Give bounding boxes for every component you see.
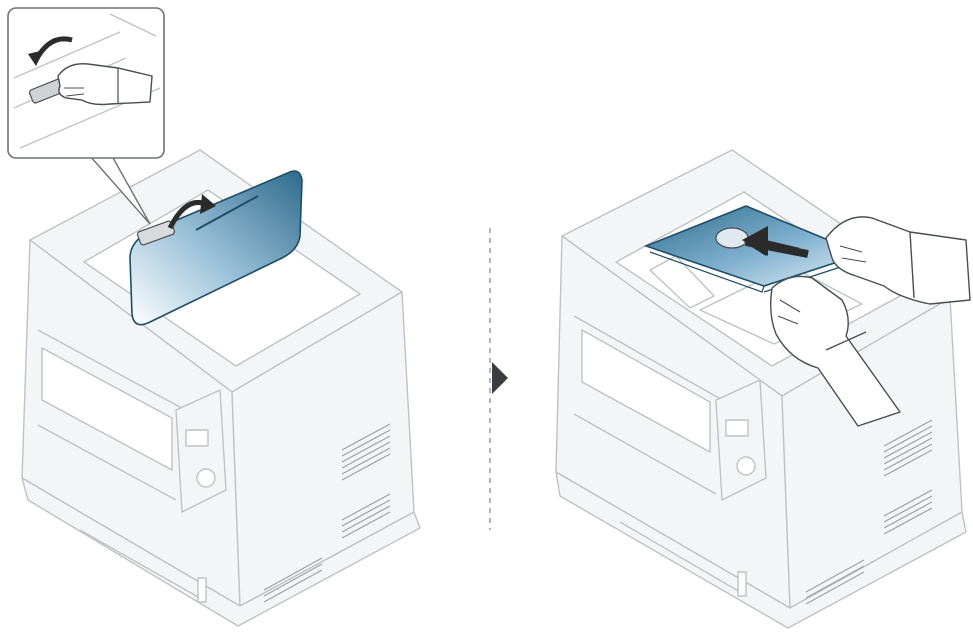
callout-connector [89, 155, 151, 225]
printer-right-output-slot [581, 329, 711, 453]
printer-right-vents [805, 419, 933, 605]
curved-arrow-icon [167, 194, 216, 230]
printer-right-control-panel [715, 379, 767, 501]
printer-right-dial [736, 456, 756, 476]
hand-icon-right-upper [825, 216, 971, 305]
printer-right-drawer [555, 471, 967, 629]
printer-left-display [185, 429, 209, 447]
printer-left-control-panel [175, 389, 227, 513]
printer-right-guide [649, 255, 715, 309]
detail-inset [7, 7, 165, 159]
printer-right-display [725, 419, 749, 437]
push-arrow-icon [742, 226, 809, 258]
step-arrow-icon [492, 362, 508, 394]
hand-icon-right-lower [769, 275, 901, 427]
printer-left-output-slot [41, 347, 173, 471]
inset-curved-arrow-icon [28, 36, 73, 66]
printer-left-dial [196, 468, 216, 488]
printer-left-vents [263, 423, 391, 603]
paper-guide-knob [715, 227, 749, 249]
printer-left-drawer [21, 477, 421, 627]
